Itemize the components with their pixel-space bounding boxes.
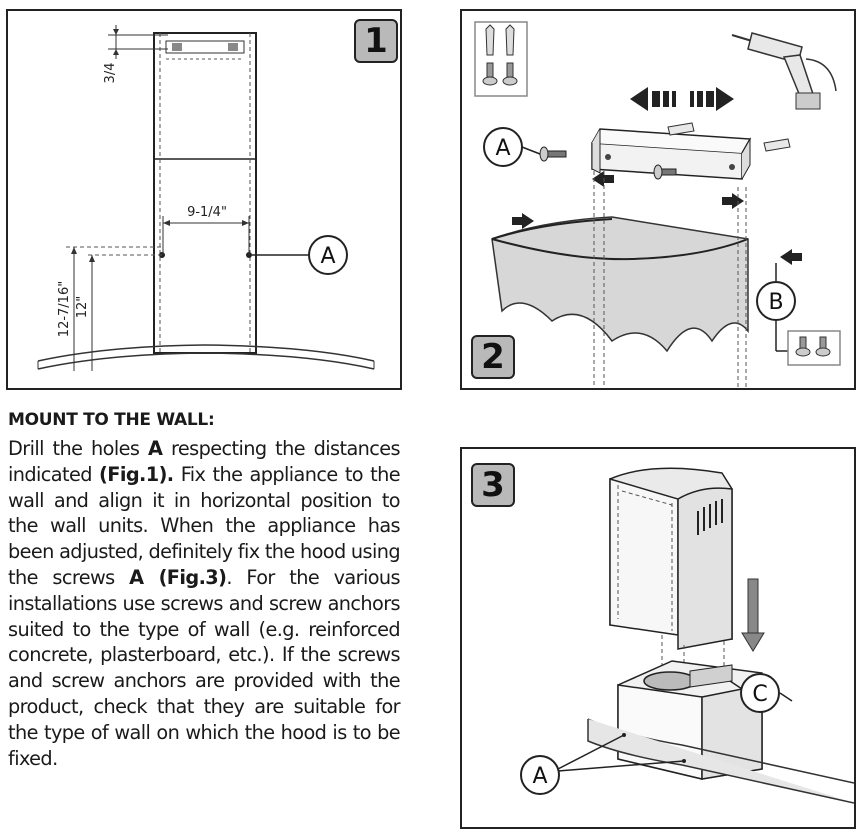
- dim-top-label: 3/4: [103, 63, 118, 84]
- text-run: Fix the appliance to the wall and align …: [8, 462, 401, 589]
- callout-a-label: A: [532, 764, 547, 789]
- vent-slots-icon: [697, 499, 723, 535]
- down-arrow-icon: [741, 578, 765, 652]
- text-run-bold: A (Fig.3): [129, 565, 227, 589]
- callout-b-label: B: [768, 290, 783, 315]
- dim-width-label: 9-1/4": [187, 205, 227, 220]
- figure-1-diagram: 3/4 9-1/4" 12-7/16" 12" A: [37, 25, 375, 371]
- text-run: respecting the distances indicated: [8, 437, 401, 486]
- text-run-bold: A: [147, 437, 163, 460]
- adjust-arrows-icon: [630, 87, 734, 111]
- text-run: . For the various installations use scre…: [8, 565, 401, 770]
- instructions-paragraph: Drill the holes A respecting the distanc…: [8, 436, 401, 771]
- wall-anchor-icon: [485, 24, 515, 56]
- figure-3-panel: C A 3: [460, 447, 856, 829]
- screw-icon: [482, 62, 518, 86]
- dim-height-outer-label: 12-7/16": [57, 281, 72, 337]
- callout-c-label: C: [752, 682, 767, 707]
- drill-icon: [731, 32, 837, 110]
- text-run: Drill the holes: [8, 437, 148, 460]
- text-run-bold: (Fig.1).: [99, 462, 174, 486]
- figure-2-panel: A B 2: [460, 9, 856, 390]
- screw-icon: [795, 336, 831, 357]
- figure-number-badge: 1: [354, 19, 398, 63]
- section-heading: MOUNT TO THE WALL:: [8, 410, 215, 430]
- dim-height-inner-label: 12": [75, 296, 90, 319]
- callout-a-label: A: [320, 244, 335, 269]
- figure-number-badge: 2: [471, 335, 515, 379]
- wall-anchor-icon: [667, 122, 791, 152]
- figure-3-diagram: C A: [520, 467, 854, 804]
- callout-a-label: A: [495, 136, 510, 161]
- screw-icon: [539, 146, 677, 180]
- figure-2-diagram: A B: [474, 21, 841, 388]
- figure-1-panel: 3/4 9-1/4" 12-7/16" 12" A 1: [6, 9, 402, 390]
- figure-number-badge: 3: [471, 463, 515, 507]
